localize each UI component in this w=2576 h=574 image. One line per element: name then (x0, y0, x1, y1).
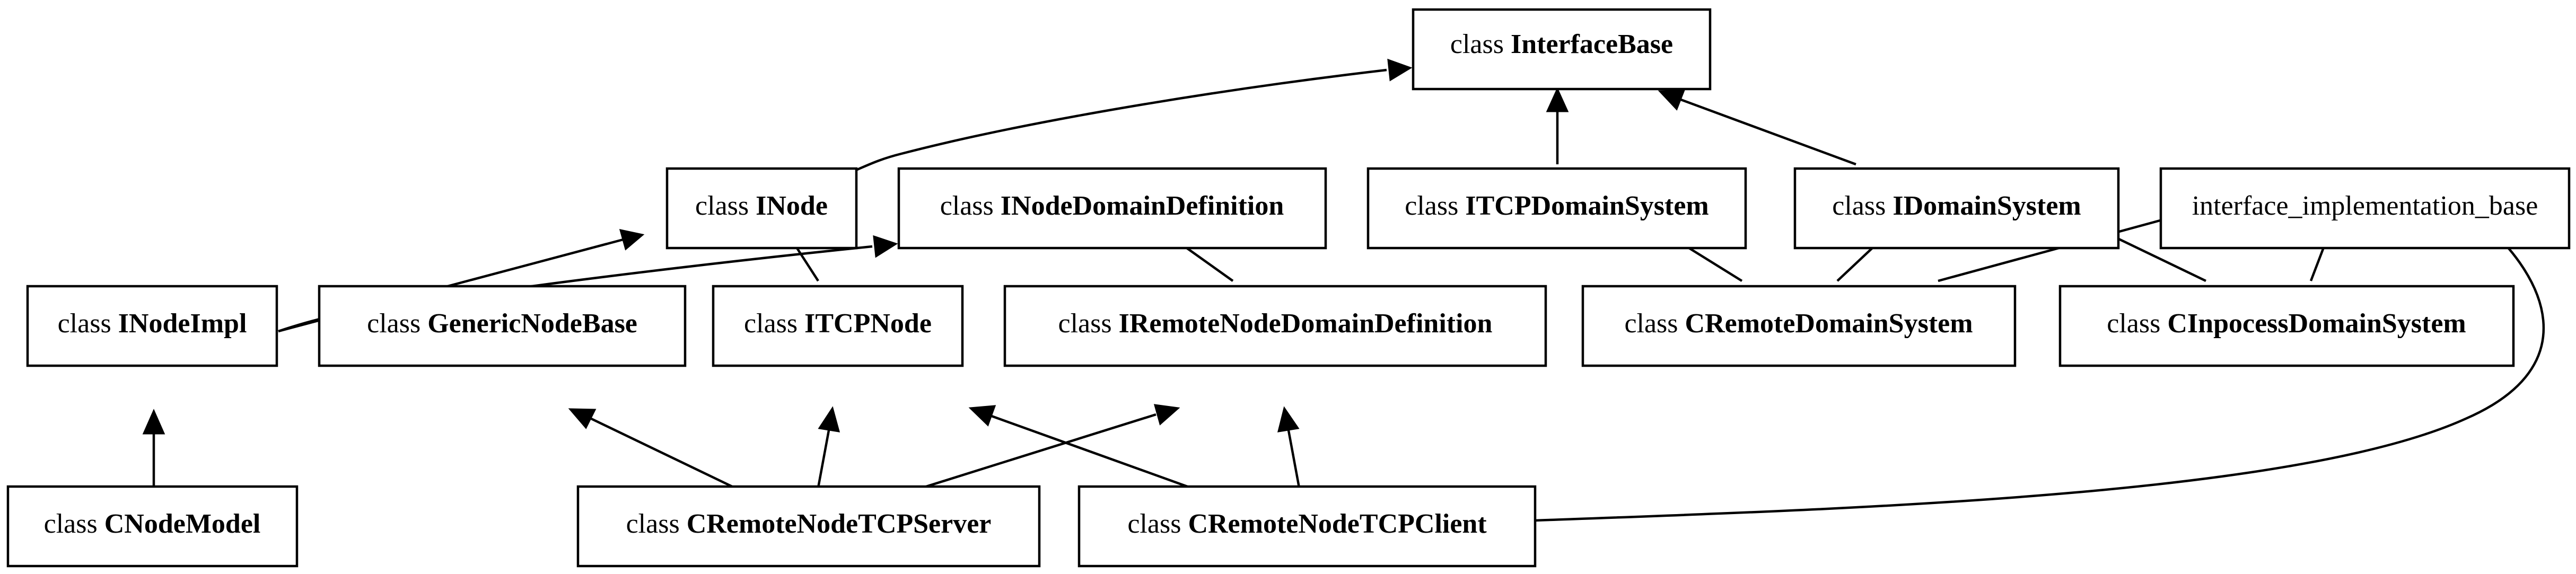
svg-text:class INodeImpl: class INodeImpl (58, 308, 247, 339)
class-name: IDomainSystem (1892, 191, 2081, 221)
class-keyword: class (744, 308, 804, 339)
edge-cnodemodel-to-inodeimpl (142, 409, 165, 488)
class-name: IRemoteNodeDomainDefinition (1119, 308, 1493, 339)
class-name: INodeImpl (118, 308, 247, 339)
class-name: CNodeModel (104, 509, 261, 539)
svg-text:class CNodeModel: class CNodeModel (44, 509, 261, 539)
class-keyword: class (2107, 308, 2167, 339)
class-node-itcpdomainsystem[interactable]: class ITCPDomainSystem (1366, 167, 1747, 250)
class-name: INodeDomainDefinition (1001, 191, 1284, 221)
class-keyword: class (1405, 191, 1465, 221)
class-keyword: class (1127, 509, 1188, 539)
class-name: InterfaceBase (1511, 29, 1673, 59)
class-node-cinpocessdomainsystem[interactable]: class CInpocessDomainSystem (2058, 285, 2515, 367)
class-keyword: class (1058, 308, 1119, 339)
class-node-iremotenodedomaindefinition[interactable]: class IRemoteNodeDomainDefinition (1003, 285, 1547, 367)
class-node-cremotedomainsystem[interactable]: class CRemoteDomainSystem (1581, 285, 2017, 367)
class-keyword: class (626, 509, 687, 539)
class-node-inodeimpl[interactable]: class INodeImpl (26, 285, 278, 367)
edge-cremotenodetcpserver-to-genericnodebase (568, 408, 735, 489)
class-node-itcpnode[interactable]: class ITCPNode (712, 285, 964, 367)
class-keyword: class (1624, 308, 1685, 339)
edge-cremotenodetcpserver-to-itcpnode (817, 406, 840, 488)
svg-text:class INode: class INode (695, 191, 828, 221)
svg-text:class IRemoteNodeDomainDefinit: class IRemoteNodeDomainDefinition (1058, 308, 1493, 339)
class-node-interface-implementation-base[interactable]: interface_implementation_base (2159, 167, 2571, 250)
edge-itcpdomainsystem-to-interfacebase (1546, 87, 1569, 164)
class-keyword: class (44, 509, 104, 539)
class-node-inodedomaindefinition[interactable]: class INodeDomainDefinition (897, 167, 1327, 250)
class-keyword: class (1450, 29, 1511, 59)
nodes: class InterfaceBase class INode class IN… (6, 8, 2571, 568)
class-node-cremotenodetcpclient[interactable]: class CRemoteNodeTCPClient (1077, 485, 1537, 568)
class-name: CRemoteDomainSystem (1685, 308, 1973, 339)
class-name: CRemoteNodeTCPClient (1188, 509, 1487, 539)
class-node-idomainsystem[interactable]: class IDomainSystem (1793, 167, 2120, 250)
svg-text:class CRemoteDomainSystem: class CRemoteDomainSystem (1624, 308, 1973, 339)
class-name: ITCPNode (804, 308, 932, 339)
class-keyword: class (695, 191, 756, 221)
svg-text:class InterfaceBase: class InterfaceBase (1450, 29, 1673, 59)
class-keyword: class (1832, 191, 1892, 221)
class-node-inode[interactable]: class INode (665, 167, 858, 250)
edge-cremotenodetcpclient-to-itcpnode (968, 405, 1191, 489)
svg-text:class GenericNodeBase: class GenericNodeBase (367, 308, 637, 339)
edge-inode-to-interfacebase (854, 58, 1413, 172)
class-name: INode (756, 191, 828, 221)
class-keyword: class (58, 308, 118, 339)
svg-text:class CRemoteNodeTCPServer: class CRemoteNodeTCPServer (626, 509, 992, 539)
class-node-cnodemodel[interactable]: class CNodeModel (6, 485, 299, 568)
svg-text:interface_implementation_base: interface_implementation_base (2192, 191, 2538, 221)
class-node-genericnodebase[interactable]: class GenericNodeBase (318, 285, 687, 367)
svg-text:class INodeDomainDefinition: class INodeDomainDefinition (940, 191, 1284, 221)
class-name: CRemoteNodeTCPServer (687, 509, 992, 539)
class-node-interfacebase[interactable]: class InterfaceBase (1412, 8, 1712, 91)
svg-text:class CRemoteNodeTCPClient: class CRemoteNodeTCPClient (1127, 509, 1487, 539)
class-keyword: class (367, 308, 427, 339)
class-name: GenericNodeBase (427, 308, 637, 339)
class-name: CInpocessDomainSystem (2167, 308, 2466, 339)
edge-cremotenodetcpclient-to-iremotenodedomaindef (1277, 406, 1301, 488)
svg-text:class ITCPNode: class ITCPNode (744, 308, 932, 339)
edge-idomainsystem-to-interfacebase (1658, 89, 1856, 166)
svg-text:class CInpocessDomainSystem: class CInpocessDomainSystem (2107, 308, 2466, 339)
class-name: interface_implementation_base (2192, 191, 2538, 221)
edge-cremotenodetcpserver-to-iremotenodedomaindef (922, 404, 1180, 489)
svg-text:class IDomainSystem: class IDomainSystem (1832, 191, 2081, 221)
class-name: ITCPDomainSystem (1465, 191, 1708, 221)
class-node-cremotenodetcpserver[interactable]: class CRemoteNodeTCPServer (576, 485, 1041, 568)
svg-text:class ITCPDomainSystem: class ITCPDomainSystem (1405, 191, 1708, 221)
class-keyword: class (940, 191, 1001, 221)
